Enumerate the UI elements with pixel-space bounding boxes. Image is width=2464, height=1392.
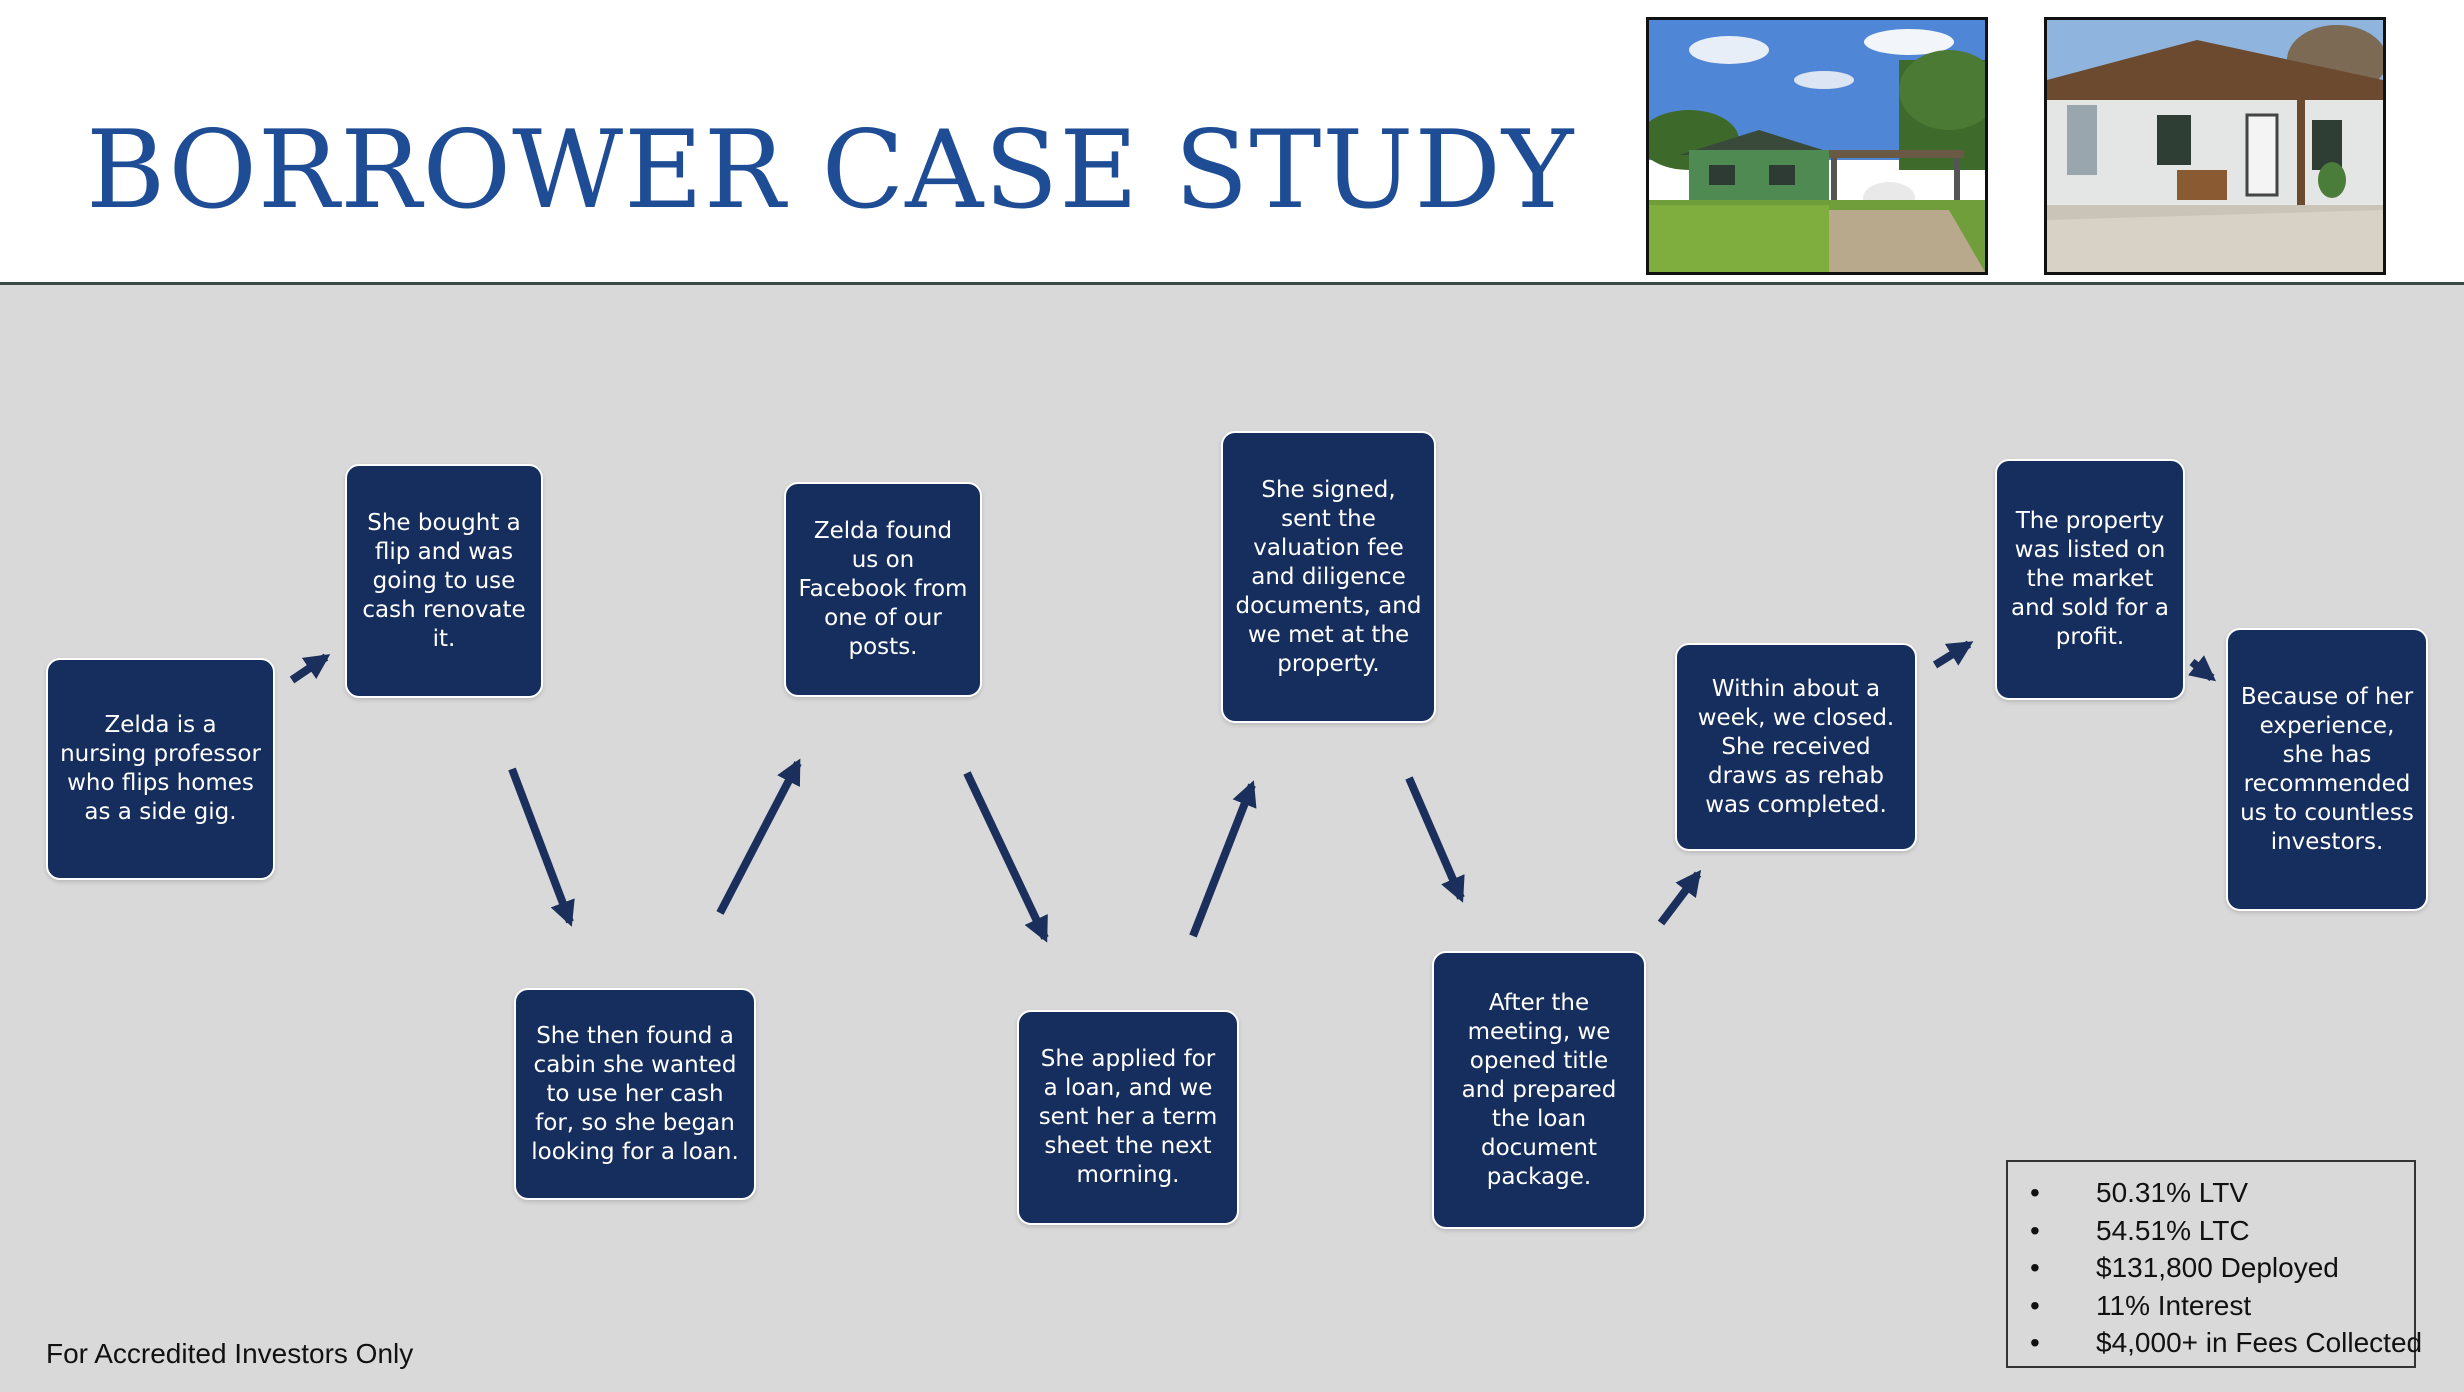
stat-ltc: 54.51% LTC — [2096, 1214, 2250, 1246]
stat-interest: 11% Interest — [2096, 1289, 2252, 1321]
arrow-7 — [1657, 869, 1702, 926]
bullet: • — [2030, 1289, 2040, 1321]
bullet: • — [2030, 1177, 2040, 1208]
step-3-text: She then found a cabin she wanted to use… — [531, 1022, 739, 1165]
arrow-1 — [289, 653, 331, 684]
step-9-text: The property was listed on the market an… — [2011, 508, 2169, 650]
step-4-box: Zelda found us on Facebook from one of o… — [784, 482, 982, 697]
stat-fees: $4,000+ in Fees Collected — [2096, 1327, 2423, 1358]
step-1-text: Zelda is a nursing professor who flips h… — [60, 712, 261, 825]
arrow-8 — [1932, 640, 1974, 669]
photo-after — [2044, 17, 2386, 275]
step-2-text: She bought a flip and was going to use c… — [362, 509, 526, 652]
arrow-4 — [963, 771, 1049, 943]
step-2-box: She bought a flip and was going to use c… — [345, 464, 543, 698]
step-6-box: She signed, sent the valuation fee and d… — [1221, 431, 1436, 723]
step-5-box: She applied for a loan, and we sent her … — [1017, 1010, 1239, 1225]
arrow-9 — [2188, 655, 2216, 682]
step-5-text: She applied for a loan, and we sent her … — [1038, 1046, 1218, 1188]
step-9-box: The property was listed on the market an… — [1995, 459, 2185, 700]
photo-before — [1646, 17, 1988, 275]
stat-deployed: $131,800 Deployed — [2096, 1252, 2339, 1283]
step-1-box: Zelda is a nursing professor who flips h… — [46, 658, 275, 880]
step-7-text: After the meeting, we opened title and p… — [1461, 989, 1617, 1190]
page-title: BORROWER CASE STUDY — [86, 108, 1575, 233]
stat-item: • 11% Interest — [2008, 1287, 2414, 1325]
arrow-6 — [1405, 776, 1465, 903]
bullet: • — [2030, 1327, 2040, 1358]
step-4-text: Zelda found us on Facebook from one of o… — [798, 518, 968, 660]
header: BORROWER CASE STUDY — [0, 0, 2464, 282]
stat-item: • 50.31% LTV — [2008, 1174, 2414, 1212]
arrow-3 — [716, 758, 802, 915]
deal-stats-box: • 50.31% LTV • 54.51% LTC • $131,800 Deploy… — [2006, 1160, 2422, 1368]
bullet: • — [2030, 1214, 2040, 1246]
step-10-text: Because of her experience, she has recom… — [2240, 683, 2414, 855]
header-divider — [0, 282, 2464, 285]
step-8-box: Within about a week, we closed. She rece… — [1675, 643, 1917, 851]
stat-item: • $4,000+ in Fees Collected — [2008, 1324, 2422, 1362]
step-7-box: After the meeting, we opened title and p… — [1432, 951, 1646, 1229]
stat-item: • 54.51% LTC — [2008, 1212, 2414, 1250]
step-3-box: She then found a cabin she wanted to use… — [514, 988, 756, 1200]
step-10-box: Because of her experience, she has recom… — [2226, 628, 2428, 911]
stat-ltv: 50.31% LTV — [2096, 1177, 2249, 1208]
arrow-2 — [508, 767, 575, 927]
step-8-text: Within about a week, we closed. She rece… — [1697, 675, 1895, 818]
step-6-text: She signed, sent the valuation fee and d… — [1235, 476, 1422, 677]
stat-item: • $131,800 Deployed — [2008, 1249, 2414, 1287]
bullet: • — [2030, 1252, 2040, 1283]
arrow-5 — [1189, 780, 1257, 938]
disclaimer-footer: For Accredited Investors Only — [46, 1338, 414, 1369]
